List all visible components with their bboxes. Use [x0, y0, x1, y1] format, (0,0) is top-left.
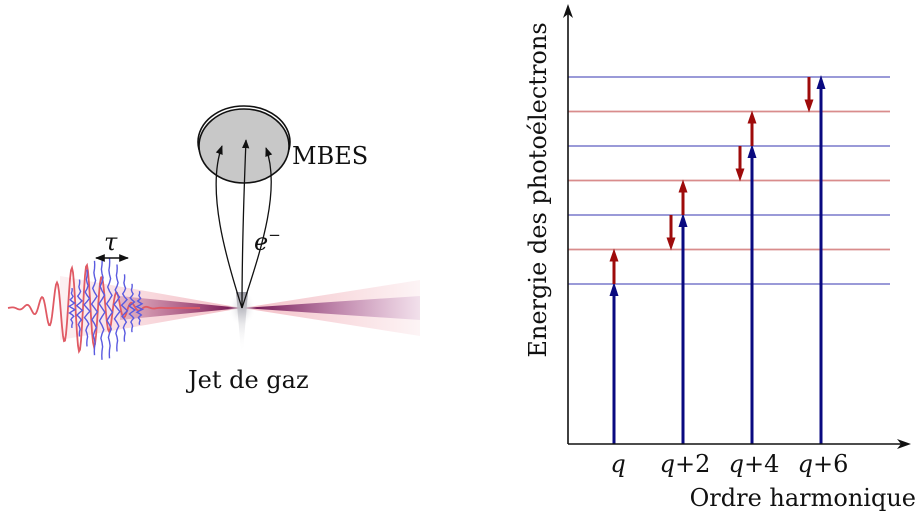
- y-axis-arrowhead: [563, 4, 573, 18]
- attosecond-pulse: [67, 288, 77, 328]
- attosecond-pulse: [83, 269, 91, 347]
- energy-levels: [568, 76, 890, 285]
- attosecond-pulse: [75, 279, 84, 337]
- ir-photon-arrowhead: [666, 237, 676, 251]
- attosecond-pulse: [127, 283, 137, 333]
- harmonic-tick-label: q+4: [729, 450, 780, 478]
- attosecond-pulse: [113, 264, 121, 352]
- x-axis-label: Ordre harmonique: [690, 484, 916, 512]
- attosecond-pulse-train: [67, 256, 145, 360]
- harmonic-tick-label: q: [610, 450, 625, 478]
- harmonic-arrowhead: [816, 75, 826, 89]
- harmonic-arrowhead: [678, 213, 688, 227]
- delay-label: τ: [104, 228, 118, 256]
- detector-label: MBES: [292, 142, 368, 170]
- ir-pulse-waveform: [7, 262, 200, 355]
- harmonic-arrowhead: [747, 144, 757, 158]
- outgoing-beam-core: [242, 296, 420, 320]
- ir-photon-arrowhead: [609, 248, 619, 262]
- electron-label: e−: [254, 226, 281, 256]
- ir-arrows: [609, 77, 814, 284]
- electron-trajectories: [215, 139, 273, 309]
- x-axis-arrowhead: [897, 439, 911, 449]
- ir-photon-arrowhead: [747, 110, 757, 124]
- y-axis-label: Energie des photoélectrons: [524, 22, 552, 357]
- setup-schematic: τ MBES e− Jet de gaz: [7, 105, 420, 394]
- energy-diagram: Energie des photoélectrons Ordre harmoni…: [524, 4, 916, 512]
- harmonic-tick-label: q+2: [660, 450, 711, 478]
- mbes-detector: [197, 105, 291, 184]
- attosecond-pulse: [120, 274, 129, 342]
- attosecond-pulse: [134, 291, 145, 325]
- harmonic-arrowhead: [609, 282, 619, 296]
- attosecond-pulse: [98, 256, 106, 360]
- gas-jet: [236, 292, 248, 352]
- ir-photon-arrowhead: [678, 179, 688, 193]
- ir-photon-arrowhead: [735, 168, 745, 182]
- harmonic-tick-labels: q q+2 q+4 q+6: [610, 450, 848, 478]
- harmonic-arrows: [609, 75, 826, 444]
- gas-jet-label: Jet de gaz: [185, 366, 309, 394]
- attosecond-pulse: [90, 260, 99, 356]
- attosecond-pulse: [105, 257, 114, 359]
- ir-photon-arrowhead: [804, 99, 814, 113]
- harmonic-tick-label: q+6: [798, 450, 849, 478]
